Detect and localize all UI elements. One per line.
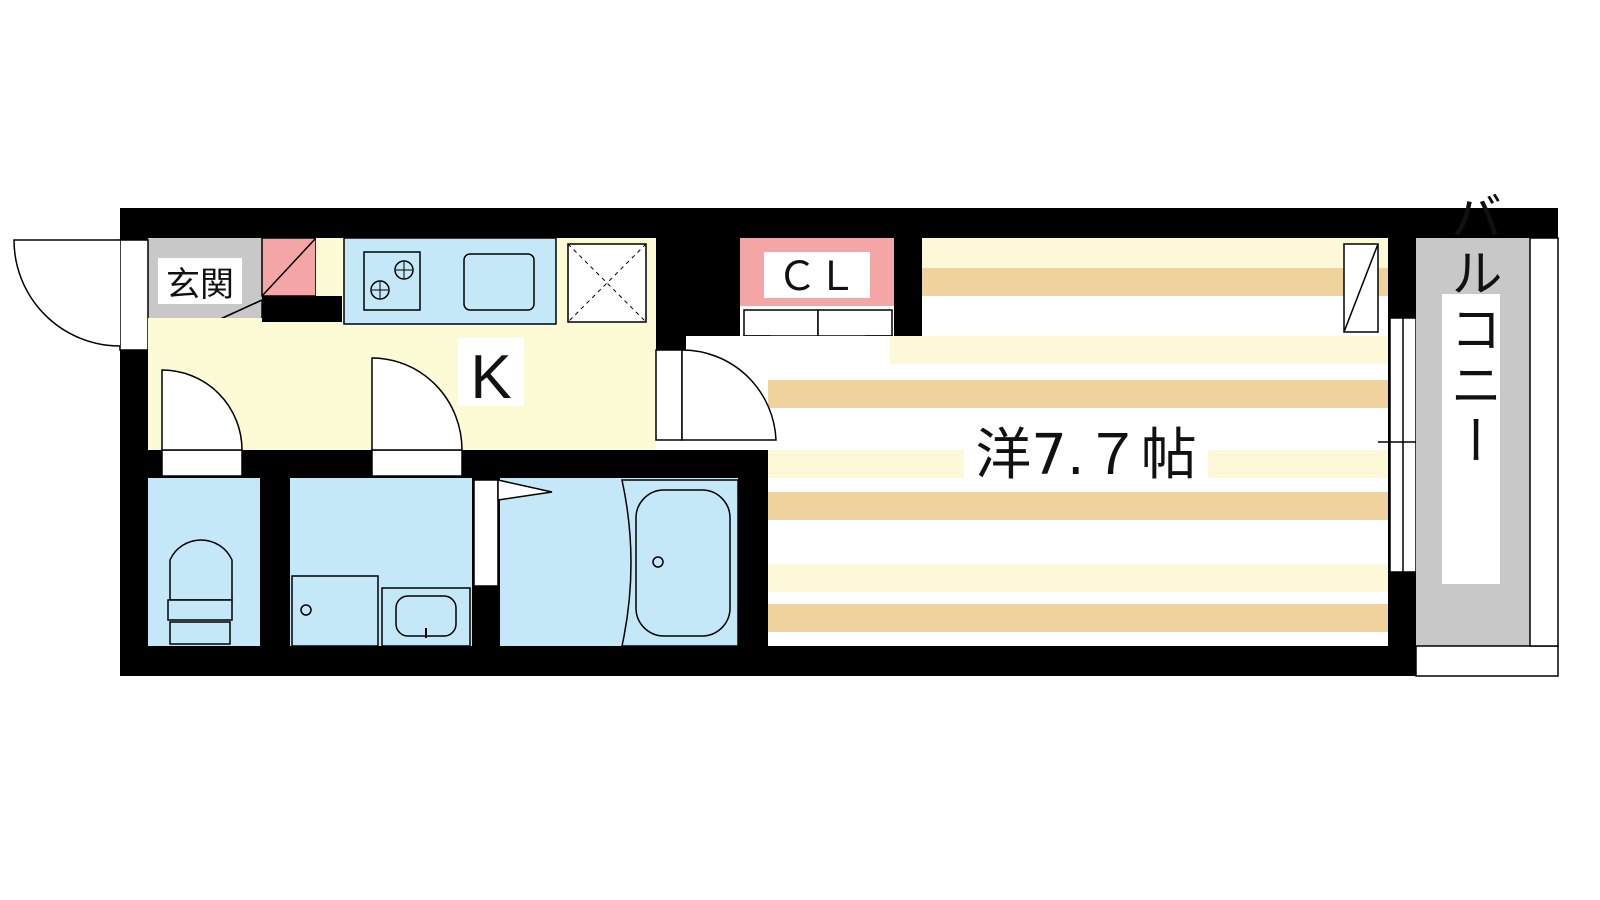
toilet-room [148, 478, 260, 646]
bathroom [473, 478, 739, 647]
cabinet-icon [1343, 243, 1379, 333]
washing-machine-space [291, 575, 379, 647]
entrance-door-swing-icon [13, 239, 149, 351]
toilet-icon [167, 539, 233, 645]
washbasin-icon [381, 587, 471, 647]
toilet-door-swing-icon [161, 369, 243, 477]
washroom-door-swing-icon [371, 357, 463, 477]
washroom [290, 478, 472, 647]
balcony-label: バルコニー [1441, 190, 1501, 470]
bathroom-door [473, 479, 499, 587]
refrigerator-space-icon [567, 243, 647, 323]
balcony: バルコニー [1415, 190, 1559, 677]
room-door-swing-icon [655, 349, 777, 441]
window-icon [1378, 317, 1428, 573]
sink-icon [463, 253, 535, 311]
kitchen-label: K [470, 343, 511, 412]
closet-label: ＣＬ [777, 254, 857, 300]
western-room-label: 洋7.７帖 [975, 423, 1196, 488]
bathtub-icon [621, 479, 739, 647]
entrance-label: 玄関 [166, 265, 234, 305]
closet-door-left [743, 309, 819, 337]
stove-icon [363, 251, 421, 311]
closet-door-right [817, 309, 893, 337]
western-room: 洋7.７帖 [686, 238, 1388, 646]
